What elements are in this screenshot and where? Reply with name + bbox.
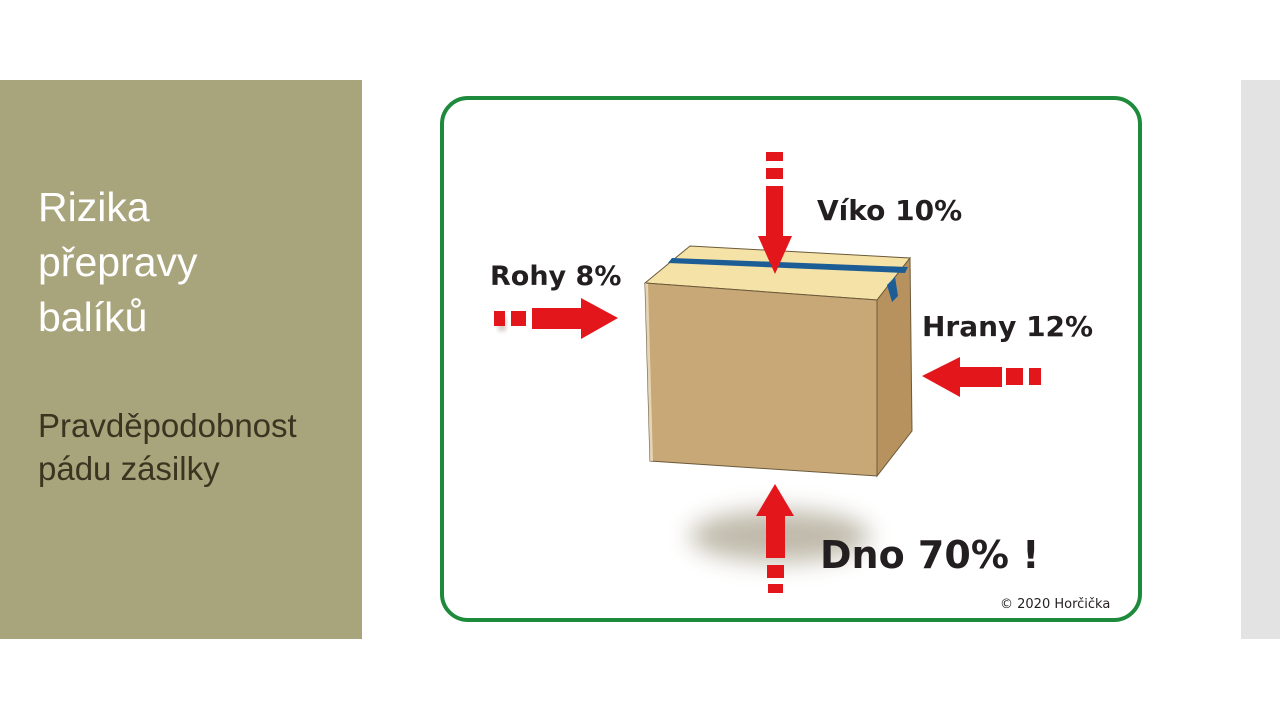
lid-arrow-icon [758, 152, 792, 274]
bottom-arrow-icon [756, 484, 794, 593]
slide-subtitle: Pravděpodobnost pádu zásilky [38, 404, 358, 490]
corners-label: Rohy 8% [490, 261, 621, 292]
corners-arrow-icon [494, 298, 618, 339]
bottom-label: Dno 70% ! [820, 533, 1039, 577]
copyright-text: © 2020 Horčička [1000, 597, 1110, 612]
slide-title-line-1: Rizika [38, 184, 150, 230]
right-side-strip [1241, 80, 1280, 639]
package-risk-figure: Víko 10% Rohy 8% Hrany 12% Dno 70% ! © 2… [440, 96, 1142, 622]
slide-subtitle-line-1: Pravděpodobnost [38, 407, 297, 444]
edges-label: Hrany 12% [922, 310, 1093, 343]
edges-arrow-icon [922, 357, 1041, 397]
cardboard-box-icon [643, 245, 913, 478]
slide-title-line-2: přepravy [38, 239, 198, 285]
lid-label: Víko 10% [817, 194, 962, 227]
slide-title-line-3: balíků [38, 294, 148, 340]
package-risk-diagram: Víko 10% Rohy 8% Hrany 12% Dno 70% ! © 2… [440, 96, 1142, 622]
slide-subtitle-line-2: pádu zásilky [38, 450, 220, 487]
slide-title: Rizika přepravy balíků [38, 180, 338, 345]
title-panel [0, 80, 362, 639]
